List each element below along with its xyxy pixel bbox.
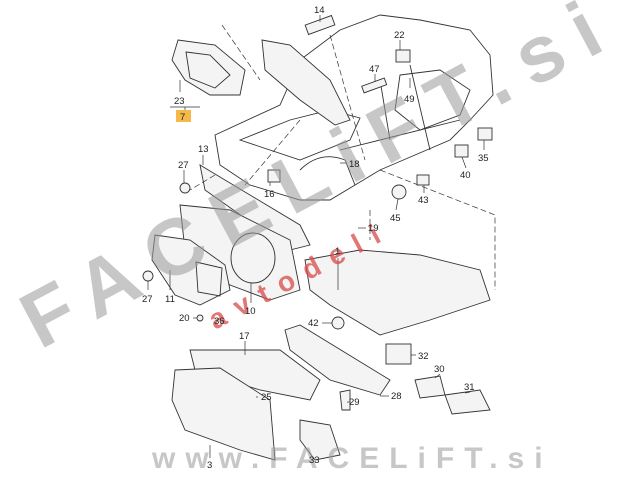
- callout-49: 49: [404, 94, 415, 105]
- callout-3: 3: [207, 460, 212, 471]
- callout-17: 17: [239, 331, 250, 342]
- callout-19: 19: [368, 223, 379, 234]
- callout-13: 13: [198, 144, 209, 155]
- callout-27: 27: [178, 160, 189, 171]
- callout-32: 32: [418, 351, 429, 362]
- callout-27b: 27: [142, 294, 153, 305]
- callout-labels: 14 22 47 49 23 7 13 27 18 16 35 40 43 45…: [142, 5, 489, 471]
- bulkhead-parts: [151, 164, 491, 461]
- callout-16: 16: [264, 189, 275, 200]
- callout-47: 47: [369, 64, 380, 75]
- highlight-box: [176, 110, 191, 122]
- callout-23: 23: [174, 96, 185, 107]
- callout-20: 20: [179, 313, 190, 324]
- callout-35: 35: [478, 153, 489, 164]
- callout-18: 18: [349, 159, 360, 170]
- watermark-url: www.FACELiFT.si: [151, 442, 553, 475]
- callout-42: 42: [308, 318, 319, 329]
- callout-28: 28: [391, 391, 402, 402]
- callout-31: 31: [464, 382, 475, 393]
- callout-45: 45: [390, 213, 401, 224]
- callout-7: 7: [180, 112, 185, 123]
- callout-36: 36: [214, 316, 225, 327]
- watermark-main: FACELiFT.si: [6, 0, 631, 365]
- leader-lines: [147, 15, 485, 458]
- callout-40: 40: [460, 170, 471, 181]
- guide-lines: [189, 24, 496, 290]
- callout-11: 11: [165, 294, 175, 305]
- callout-43: 43: [418, 195, 429, 206]
- callout-25: 25: [261, 392, 272, 403]
- callout-22: 22: [394, 30, 405, 41]
- callout-14: 14: [314, 5, 325, 16]
- small-parts: [142, 14, 493, 415]
- callout-10: 10: [245, 306, 256, 317]
- callout-1: 1: [335, 246, 340, 257]
- car-body-shell: [171, 14, 494, 201]
- callout-29: 29: [349, 397, 360, 408]
- callout-33: 33: [309, 455, 320, 466]
- callout-30: 30: [434, 364, 445, 375]
